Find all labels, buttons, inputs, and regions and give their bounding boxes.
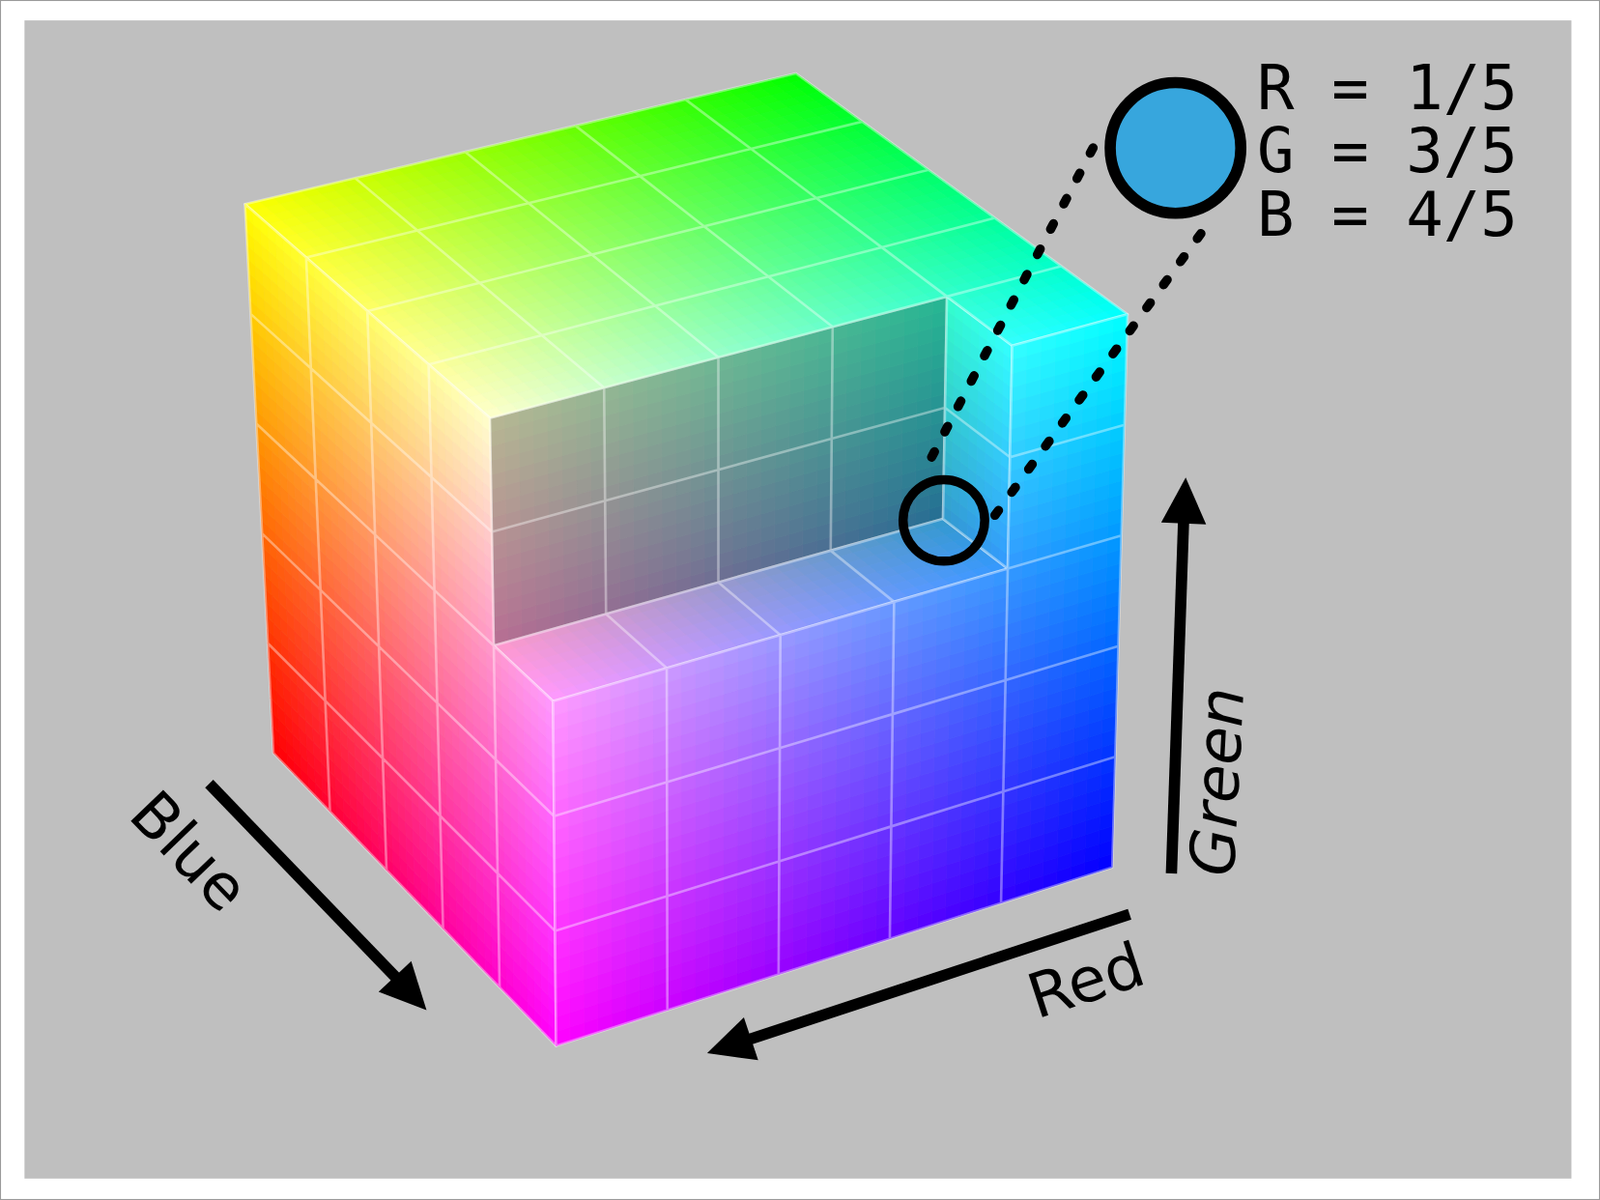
figure: R = 1/5G = 3/5B = 4/5BlueRedGreen bbox=[0, 0, 1600, 1200]
